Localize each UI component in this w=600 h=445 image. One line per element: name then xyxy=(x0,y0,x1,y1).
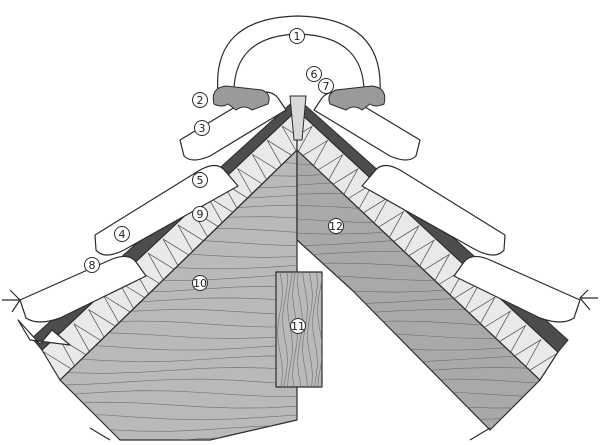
callout-7: 7 xyxy=(318,78,334,94)
callout-number: 5 xyxy=(197,174,204,187)
ridge-seal-right xyxy=(328,85,386,111)
wood-grain-line xyxy=(287,272,293,387)
callout-number: 10 xyxy=(193,277,207,290)
callout-circle xyxy=(114,226,130,242)
callout-number: 6 xyxy=(311,68,318,81)
callout-circle xyxy=(328,218,344,234)
callout-number: 3 xyxy=(199,122,206,135)
wood-grain-line xyxy=(312,272,318,387)
callout-circle xyxy=(306,66,322,82)
wood-grain-line xyxy=(297,425,540,430)
callout-number: 9 xyxy=(197,208,204,221)
wood-grain-line xyxy=(60,378,297,386)
wood-grain-line xyxy=(60,390,297,397)
callout-circle xyxy=(192,206,208,222)
wood-grain-line xyxy=(60,355,297,363)
callout-3: 3 xyxy=(194,120,210,136)
callout-10: 10 xyxy=(192,275,208,291)
callout-number: 11 xyxy=(291,320,305,333)
roof-tiles-left xyxy=(17,91,287,346)
wood-grain-line xyxy=(317,273,322,387)
wood-grain-line xyxy=(60,401,297,409)
wood-grain-line xyxy=(297,401,540,409)
callout-9: 9 xyxy=(192,206,208,222)
callout-circle xyxy=(318,78,334,94)
wood-grain-line xyxy=(297,413,540,421)
callout-number: 2 xyxy=(197,94,204,107)
callout-circle xyxy=(290,318,306,334)
wood-grain-line xyxy=(277,272,283,387)
callout-number: 7 xyxy=(323,80,330,93)
ridge-cap-tile xyxy=(217,15,381,97)
callout-11: 11 xyxy=(290,318,306,334)
callout-8: 8 xyxy=(84,257,100,273)
callout-4: 4 xyxy=(114,226,130,242)
callout-12: 12 xyxy=(328,218,344,234)
callout-circle xyxy=(192,92,208,108)
callout-6: 6 xyxy=(306,66,322,82)
ridge-vent-fillet xyxy=(289,95,307,141)
callout-number: 12 xyxy=(329,220,343,233)
callout-1: 1 xyxy=(289,28,305,44)
roof-tiles-right xyxy=(313,91,581,323)
wood-grain-line xyxy=(60,367,297,374)
callout-circle xyxy=(84,257,100,273)
wood-grain-line xyxy=(282,272,288,387)
callout-number: 8 xyxy=(89,259,96,272)
ridge-seal-left xyxy=(212,85,270,111)
callout-number: 1 xyxy=(294,30,301,43)
callout-5: 5 xyxy=(192,172,208,188)
wood-grain-line xyxy=(307,272,313,387)
callout-number: 4 xyxy=(119,228,126,241)
callout-circle xyxy=(194,120,210,136)
callout-circle xyxy=(289,28,305,44)
break-lines xyxy=(2,289,598,441)
callout-circle xyxy=(192,172,208,188)
wood-grain-line xyxy=(296,437,560,443)
callout-2: 2 xyxy=(192,92,208,108)
callout-circle xyxy=(192,275,208,291)
